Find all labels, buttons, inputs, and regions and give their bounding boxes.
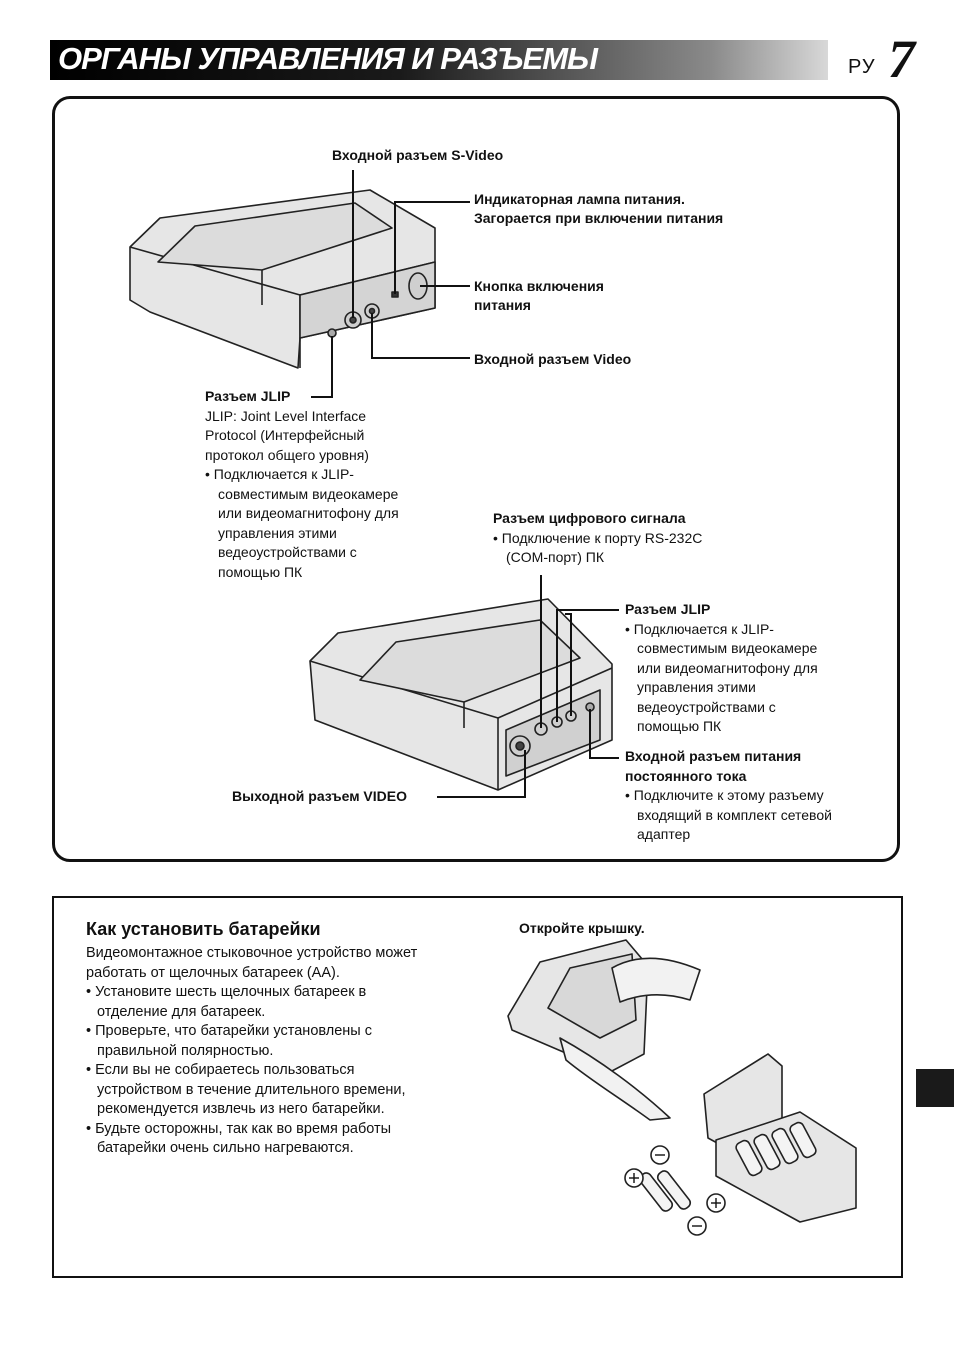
battery-instructions: Видеомонтажное стыковочное устройство мо… xyxy=(86,944,417,1159)
label-dc-title-2: постоянного тока xyxy=(625,767,747,784)
jlip-desc-line: протокол общего уровня) xyxy=(205,446,369,463)
dc-bullet-line: входящий в комплект сетевой xyxy=(637,806,832,823)
label-power-button-1: Кнопка включения xyxy=(474,278,604,294)
label-power-lamp-1: Индикаторная лампа питания. xyxy=(474,191,685,207)
jlip-bullet-line: помощью ПК xyxy=(218,563,303,580)
dc-input-block: Входной разъем питания постоянного тока … xyxy=(625,747,832,845)
digital-signal-block: Разъем цифрового сигнала • Подключение к… xyxy=(493,509,702,568)
battery-bullet-line: • Проверьте, что батарейки установлены с xyxy=(86,1023,372,1039)
digital-bullet-line: (COM-порт) ПК xyxy=(506,549,605,565)
jlip2-block: Разъем JLIP • Подключается к JLIP- совме… xyxy=(625,600,818,737)
battery-section-title: Как установить батарейки xyxy=(86,919,321,939)
jlip-bullet-line: управления этими xyxy=(218,524,337,541)
jlip-bullet-line: или видеомагнитофону для xyxy=(218,505,399,521)
jlip-desc-line: JLIP: Joint Level Interface xyxy=(205,407,367,424)
open-lid-caption: Откройте крышку. xyxy=(519,920,645,936)
page-number: 7 xyxy=(888,29,915,89)
digital-bullet-line: • Подключение к порту RS-232C xyxy=(493,529,703,546)
battery-intro-line: работать от щелочных батареек (АА). xyxy=(86,964,340,981)
battery-bullet-line: • Будьте осторожны, так как во время раб… xyxy=(86,1120,392,1137)
jlip2-bullet-line: или видеомагнитофону для xyxy=(637,659,818,676)
battery-bullet-line: правильной полярностью. xyxy=(97,1042,274,1059)
device-rear-illustration xyxy=(309,598,613,791)
jlip2-bullet-line: управления этими xyxy=(637,679,756,695)
page-title: ОРГАНЫ УПРАВЛЕНИЯ И РАЗЪЕМЫ xyxy=(58,41,598,76)
battery-bullet-line: рекомендуется извлечь из него батарейки. xyxy=(97,1101,385,1117)
dc-bullet-line: адаптер xyxy=(637,826,691,842)
header-bar xyxy=(50,40,828,80)
battery-bullet-line: • Установите шесть щелочных батареек в xyxy=(86,984,367,1000)
battery-intro-line: Видеомонтажное стыковочное устройство мо… xyxy=(86,945,418,961)
jlip-bullet-line: совместимым видеокамере xyxy=(218,485,399,502)
label-dc-title-1: Входной разъем питания xyxy=(625,748,802,764)
label-power-button-2: питания xyxy=(474,297,531,313)
label-jlip2-title: Разъем JLIP xyxy=(625,601,711,617)
jlip2-bullet-line: помощью ПК xyxy=(637,718,722,734)
language-code: РУ xyxy=(848,56,876,78)
label-svideo-input: Входной разъем S-Video xyxy=(332,147,504,163)
dc-bullet-line: • Подключите к этому разъему xyxy=(625,787,824,803)
battery-bullet-line: отделение для батареек. xyxy=(97,1003,266,1020)
jlip2-bullet-line: ведеоустройствами с xyxy=(637,698,776,715)
jlip-desc-line: Protocol (Интерфейсный xyxy=(205,427,365,443)
jlip2-bullet-line: • Подключается к JLIP- xyxy=(625,620,774,637)
diagram-frame xyxy=(52,96,900,862)
battery-bullet-line: устройством в течение длительного времен… xyxy=(97,1081,406,1098)
battery-cover-illustration xyxy=(507,939,857,1223)
battery-bullet-line: батарейки очень сильно нагреваются. xyxy=(97,1140,354,1156)
battery-frame xyxy=(52,896,903,1278)
section-tab xyxy=(916,1069,954,1107)
jlip2-bullet-line: совместимым видеокамере xyxy=(637,640,818,656)
battery-bullet-line: • Если вы не собираетесь пользоваться xyxy=(86,1062,355,1078)
jlip-description-block: Разъем JLIP JLIP: Joint Level Interface … xyxy=(205,387,399,582)
device-front-illustration xyxy=(129,189,436,369)
jlip-bullet-line: ведеоустройствами с xyxy=(218,544,357,560)
jlip-bullet-line: • Подключается к JLIP- xyxy=(205,466,354,482)
label-jlip-title: Разъем JLIP xyxy=(205,388,291,404)
label-video-input: Входной разъем Video xyxy=(474,351,632,367)
label-digital-signal: Разъем цифрового сигнала xyxy=(493,510,686,526)
label-video-output: Выходной разъем VIDEO xyxy=(232,788,407,804)
label-power-lamp-2: Загорается при включении питания xyxy=(474,210,724,226)
